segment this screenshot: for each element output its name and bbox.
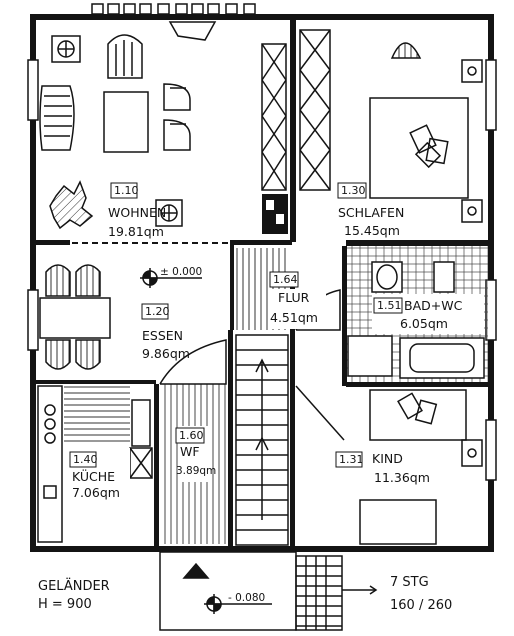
room-number-kueche: 1.40 [73, 453, 98, 466]
room-area-essen: 9.86qm [142, 346, 190, 361]
room-name-wohnen: WOHNEN [108, 205, 166, 220]
room-name-schlafen: SCHLAFEN [338, 205, 404, 220]
bathroom-fixtures [347, 261, 485, 379]
room-number-box [373, 297, 403, 314]
room-number-box [175, 427, 205, 444]
room-number-box [337, 182, 367, 199]
wardrobe [299, 29, 331, 191]
room-area-wf: 3.89qm [176, 465, 216, 477]
room-number-box [69, 451, 97, 468]
room-name-flur: FLUR [278, 290, 310, 305]
room-number-flur: 1.64 [273, 273, 298, 286]
stairs-ratio: 160 / 260 [390, 598, 452, 613]
top-window-frames [91, 3, 256, 15]
room-name-essen: ESSEN [142, 328, 183, 343]
wf-door-swing [159, 339, 227, 385]
room-number-wf: 1.60 [179, 429, 204, 442]
room-area-flur: 4.51qm [270, 310, 318, 325]
room-name-bad: BAD+WC [404, 298, 463, 313]
room-number-kind: 1.31 [339, 453, 364, 466]
room-area-kind: 11.36qm [374, 470, 430, 485]
kitchen-counter [37, 385, 153, 543]
utility-box [262, 194, 288, 234]
level-label-upper: ± 0.000 [160, 266, 202, 278]
room-number-box [335, 451, 363, 468]
living-room-furniture [39, 34, 191, 227]
room-name-kueche: KÜCHE [72, 468, 115, 484]
room-name-kind: KIND [372, 451, 403, 466]
child-bed [295, 385, 483, 545]
hall-cabinet [261, 43, 287, 191]
room-area-bad: 6.05qm [400, 316, 448, 331]
staircase [235, 334, 289, 546]
railing-height: H = 900 [38, 597, 92, 612]
room-number-bad: 1.51 [377, 299, 402, 312]
level-label-lower: - 0.080 [228, 592, 265, 604]
room-number-box [141, 303, 169, 320]
stairs-count: 7 STG [390, 575, 429, 590]
double-bed [369, 59, 483, 223]
interior-walls [36, 20, 488, 546]
living-room-rug [49, 180, 94, 230]
schlafen-chair [390, 42, 422, 59]
room-area-schlafen: 15.45qm [344, 223, 400, 238]
dining-furniture [39, 264, 111, 370]
room-area-kueche: 7.06qm [72, 485, 120, 500]
room-name-wf: WF [180, 444, 200, 459]
level-marker-upper [140, 268, 202, 288]
room-number-box [269, 271, 299, 288]
room-number-schlafen: 1.30 [341, 184, 366, 197]
room-number-wohnen: 1.10 [114, 184, 139, 197]
room-number-box [110, 182, 138, 199]
room-number-essen: 1.20 [145, 305, 170, 318]
terrace [159, 551, 378, 631]
level-marker-lower [204, 594, 272, 614]
entrance-door-swing [168, 21, 217, 41]
railing-label: GELÄNDER [38, 578, 110, 594]
kitchen-floor [64, 386, 130, 446]
room-area-wohnen: 19.81qm [108, 224, 164, 239]
